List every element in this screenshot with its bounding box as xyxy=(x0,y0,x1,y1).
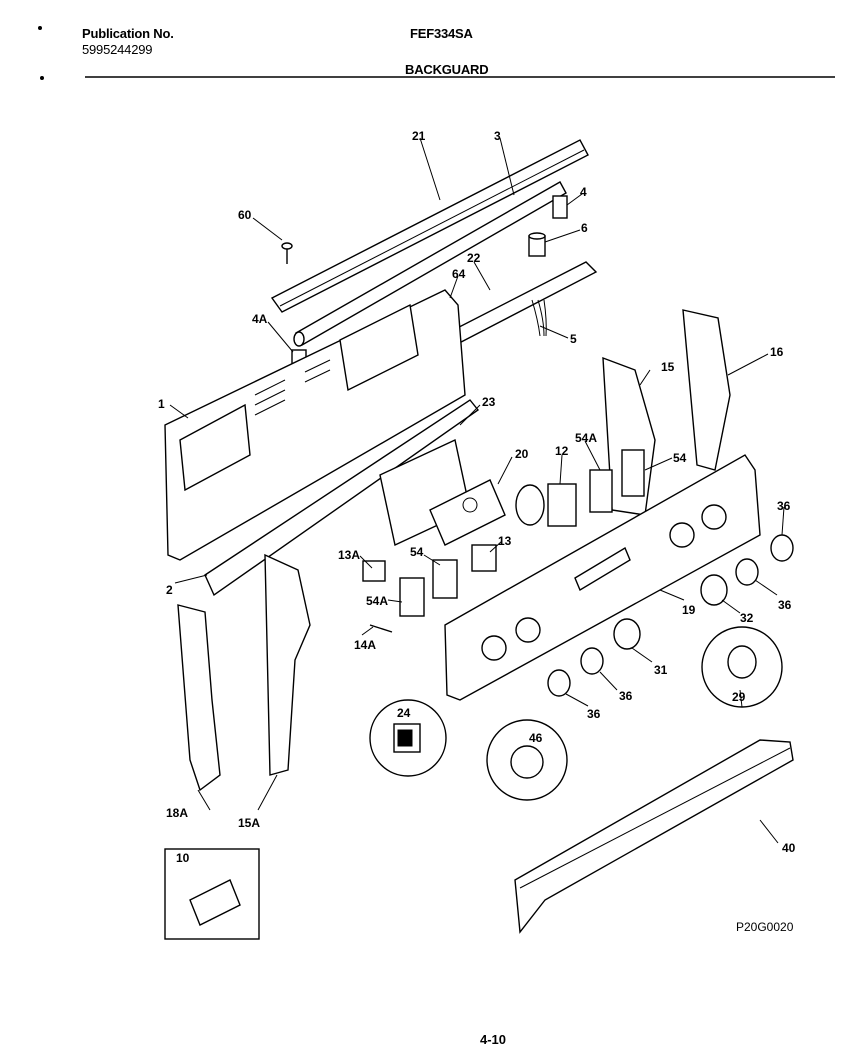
part-15a-bracket xyxy=(264,553,311,776)
callout-64: 64 xyxy=(452,267,466,281)
callout-20: 20 xyxy=(515,447,529,461)
knob-36-mid xyxy=(580,647,604,675)
callout-31: 31 xyxy=(654,663,668,677)
detail-46-knob xyxy=(486,719,568,801)
callout-22: 22 xyxy=(467,251,481,265)
part-20-clock xyxy=(429,479,506,546)
callout-10: 10 xyxy=(176,851,190,865)
part-21-top-trim xyxy=(270,139,589,313)
callout-46: 46 xyxy=(529,731,543,745)
callout-15: 15 xyxy=(661,360,675,374)
part-14a-terminal xyxy=(369,624,393,633)
callout-12: 12 xyxy=(555,444,569,458)
publication-number: 5995244299 xyxy=(82,42,153,57)
part-54a-switch-mid xyxy=(399,577,425,617)
part-2-rail xyxy=(204,399,480,597)
part-13-switch xyxy=(471,544,497,572)
part-54-switch-top xyxy=(621,449,645,497)
part-3-light-tube xyxy=(293,181,567,347)
callout-36-right-upper: 36 xyxy=(777,499,791,513)
callout-60: 60 xyxy=(238,208,252,222)
part-6-starter xyxy=(528,232,546,257)
callout-4a: 4A xyxy=(252,312,268,326)
part-40-bottom-trim xyxy=(514,739,794,934)
callout-40: 40 xyxy=(782,841,796,855)
callout-4: 4 xyxy=(580,185,587,199)
callout-29: 29 xyxy=(732,690,746,704)
callout-18a: 18A xyxy=(166,806,188,820)
callout-5: 5 xyxy=(570,332,577,346)
page-number: 4-10 xyxy=(480,1032,507,1047)
callout-23: 23 xyxy=(482,395,496,409)
part-18a-bracket xyxy=(177,604,221,792)
part-5-wiring xyxy=(531,299,547,337)
callout-54a-top: 54A xyxy=(575,431,597,445)
leader-lines xyxy=(169,137,785,844)
knob-31 xyxy=(613,618,641,650)
callout-36-right-lower: 36 xyxy=(778,598,792,612)
detail-10-box xyxy=(164,848,260,940)
drawing-id: P20G0020 xyxy=(736,920,794,934)
callout-32: 32 xyxy=(740,611,754,625)
callout-labels: 21 3 4 6 60 22 64 4A 5 1 23 15 16 20 12 … xyxy=(158,129,796,865)
callout-21: 21 xyxy=(412,129,426,143)
callout-16: 16 xyxy=(770,345,784,359)
corner-mark xyxy=(40,76,44,80)
part-54a-switch-top xyxy=(589,469,613,513)
part-1-backguard-panel xyxy=(164,289,466,561)
knob-36-right-lower xyxy=(735,558,759,586)
callout-14a: 14A xyxy=(354,638,376,652)
part-19-control-panel xyxy=(444,454,761,701)
part-60-screw xyxy=(281,242,293,264)
callout-54-mid: 54 xyxy=(410,545,424,559)
callout-19: 19 xyxy=(682,603,696,617)
callout-54a-mid: 54A xyxy=(366,594,388,608)
knob-36-right-upper xyxy=(770,534,794,562)
callout-6: 6 xyxy=(581,221,588,235)
part-12-switch xyxy=(515,483,577,527)
model-number: FEF334SA xyxy=(410,26,473,41)
callout-3: 3 xyxy=(494,129,501,143)
part-54-switch-mid xyxy=(432,559,458,599)
callout-24: 24 xyxy=(397,706,411,720)
part-16-side-bracket xyxy=(682,309,731,471)
callout-36-mid: 36 xyxy=(619,689,633,703)
callout-13: 13 xyxy=(498,534,512,548)
knob-36-left xyxy=(547,669,571,697)
detail-24-rocker-switch xyxy=(369,699,447,777)
publication-label: Publication No. xyxy=(82,26,174,41)
callout-2: 2 xyxy=(166,583,173,597)
knob-32 xyxy=(700,574,728,606)
section-title: BACKGUARD xyxy=(405,62,489,77)
callout-54-top: 54 xyxy=(673,451,687,465)
callout-15a: 15A xyxy=(238,816,260,830)
part-13a-relay xyxy=(362,560,386,582)
callout-13a: 13A xyxy=(338,548,360,562)
part-4-socket xyxy=(552,195,568,219)
callout-36-left: 36 xyxy=(587,707,601,721)
callout-1: 1 xyxy=(158,397,165,411)
corner-mark xyxy=(38,26,42,30)
